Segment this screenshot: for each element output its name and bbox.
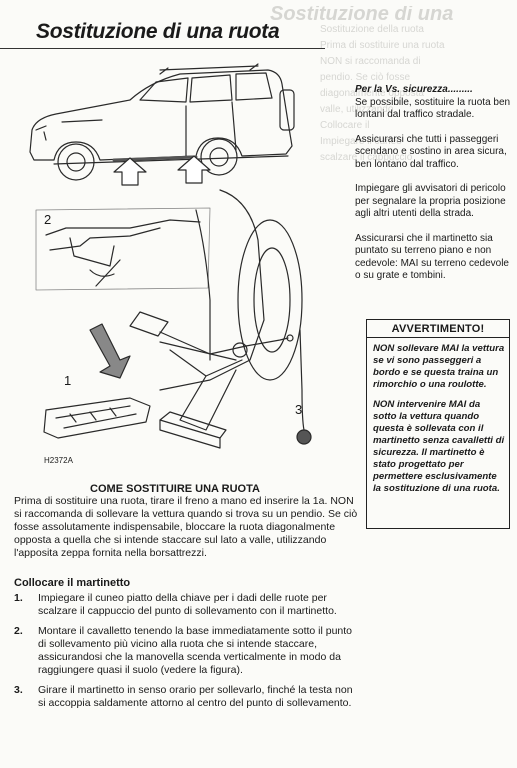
bleed-line: diagonalmente opposta: [320, 88, 424, 99]
lift-point-arrows-icon: [113, 155, 211, 186]
wheel-arch-icon: [159, 189, 303, 391]
safety-lead: Per la Vs. sicurezza.........: [355, 84, 473, 95]
page-title: Sostituzione di una ruota: [36, 20, 280, 43]
warning-paragraph: NON sollevare MAI la vettura se vi sono …: [373, 343, 505, 390]
intro-paragraph: Prima di sostituire una ruota, tirare il…: [14, 495, 358, 559]
list-item: 2. Montare il cavalletto tenendo la base…: [14, 625, 359, 677]
bleed-title: Sostituzione di una: [270, 6, 454, 25]
step-text: Impiegare il cuneo piatto della chiave p…: [38, 592, 337, 617]
step-number: 1.: [14, 592, 23, 604]
step-list: 1. Impiegare il cuneo piatto della chiav…: [14, 592, 359, 717]
subheading: Collocare il martinetto: [14, 577, 131, 589]
safety-paragraph: Impiegare gli avvisatori di pericolo per…: [355, 183, 506, 219]
facing-page-bleed: Sostituzione di una Sostituzione della r…: [270, 6, 517, 246]
callout-label-3: 3: [295, 402, 303, 417]
callout-label-2: 2: [44, 212, 52, 227]
bleed-line: valle, utilizzando: [320, 104, 394, 115]
step-number: 2.: [14, 625, 23, 637]
warning-body: NON sollevare MAI la vettura se vi sono …: [367, 338, 509, 495]
step-number: 3.: [14, 684, 23, 696]
scissor-jack-icon: [129, 311, 312, 449]
bleed-line: Impiegare il cuneo: [320, 136, 402, 147]
list-item: 3. Girare il martinetto in senso orario …: [14, 684, 359, 710]
inset-detail-1: [43, 323, 151, 439]
safety-notes: Per la Vs. sicurezza......... Se possibi…: [355, 84, 513, 295]
car-side-view-icon: [29, 63, 295, 181]
list-item: 1. Impiegare il cuneo piatto della chiav…: [14, 592, 359, 618]
bleed-line: pendio. Se ciò fosse: [320, 72, 411, 83]
jack-illustration: [29, 63, 312, 449]
safety-paragraph: Assicurarsi che il martinetto sia puntat…: [355, 232, 509, 282]
bleed-line: Collocare il: [320, 120, 370, 131]
section-heading: COME SOSTITUIRE UNA RUOTA: [90, 483, 260, 495]
bleed-line: Prima di sostituire una ruota: [320, 40, 445, 51]
step-text: Girare il martinetto in senso orario per…: [38, 684, 353, 709]
safety-paragraph: Se possibile, sostituire la ruota ben lo…: [355, 96, 511, 121]
bleed-line: Sostituzione della ruota: [320, 24, 424, 35]
warning-title: AVVERTIMENTO!: [367, 320, 509, 338]
title-rule: [0, 48, 325, 49]
callout-label-1: 1: [64, 373, 72, 388]
figure-code: H2372A: [44, 456, 73, 465]
warning-box: AVVERTIMENTO! NON sollevare MAI la vettu…: [366, 319, 510, 529]
step-text: Montare il cavalletto tenendo la base im…: [38, 625, 353, 676]
safety-paragraph: Assicurarsi che tutti i passeggeri scend…: [355, 133, 507, 170]
inset-detail-2: [35, 207, 211, 291]
warning-paragraph: NON intervenire MAI da sotto la vettura …: [373, 399, 505, 494]
bleed-line: NON si raccomanda di: [320, 56, 421, 67]
bleed-line: scalzare il cappuccio: [320, 152, 413, 163]
